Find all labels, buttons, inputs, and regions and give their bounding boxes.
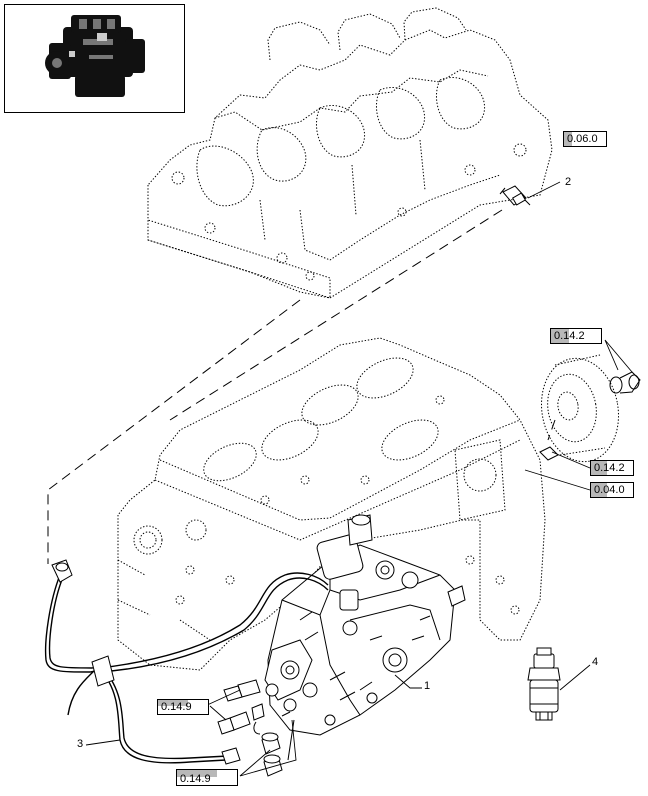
leader-1 bbox=[394, 674, 422, 689]
ref-shade bbox=[591, 483, 607, 497]
ref-label: 0.06.0 bbox=[567, 133, 598, 145]
ref-box-cylinder-head[interactable]: 0.06.0 bbox=[563, 131, 607, 147]
ref-label: 0.14.2 bbox=[554, 330, 585, 342]
leader-pump-lower bbox=[239, 719, 297, 777]
ref-shade bbox=[591, 461, 607, 475]
ref-shade bbox=[551, 329, 569, 343]
leader-pump-upper bbox=[204, 689, 241, 721]
ref-shade bbox=[158, 700, 188, 706]
callout-3: 3 bbox=[77, 738, 84, 750]
leader-gear-bottom bbox=[551, 451, 591, 469]
drive-gear-outline bbox=[539, 354, 641, 463]
leader-4 bbox=[559, 664, 591, 691]
ref-box-block[interactable]: 0.04.0 bbox=[590, 482, 634, 498]
leader-block bbox=[524, 469, 591, 491]
callout-2: 2 bbox=[565, 176, 572, 188]
ref-label: 0.14.2 bbox=[594, 462, 625, 474]
ref-box-pump-upper[interactable]: 0.14.9 bbox=[157, 699, 209, 715]
ref-box-gear-bottom[interactable]: 0.14.2 bbox=[590, 460, 634, 476]
ref-label: 0.14.9 bbox=[180, 773, 211, 785]
injection-pump-part-1 bbox=[264, 514, 466, 736]
engine-block-outline bbox=[117, 337, 546, 671]
alignment-line-head bbox=[169, 209, 503, 421]
alignment-line-pump bbox=[47, 299, 301, 564]
callout-1: 1 bbox=[424, 680, 431, 692]
temperature-sender-part-2 bbox=[499, 185, 531, 206]
engine-thumbnail-frame bbox=[4, 4, 185, 113]
alignment-line-gear bbox=[547, 419, 556, 441]
ref-shade bbox=[564, 132, 572, 146]
pressure-switch-part-4 bbox=[527, 647, 561, 721]
ref-label: 0.14.9 bbox=[161, 701, 192, 713]
engine-thumbnail-icon bbox=[45, 15, 145, 97]
leader-gear-top bbox=[604, 339, 633, 373]
ref-box-pump-lower[interactable]: 0.14.9 bbox=[176, 769, 238, 786]
ref-label: 0.04.0 bbox=[594, 484, 625, 496]
ref-box-gear-top[interactable]: 0.14.2 bbox=[550, 328, 602, 344]
cylinder-head-outline bbox=[147, 7, 553, 299]
wiring-harness-part-3 bbox=[44, 559, 329, 765]
leader-3 bbox=[85, 739, 121, 746]
pump-fittings bbox=[217, 679, 295, 777]
leader-2 bbox=[527, 181, 561, 199]
callout-4: 4 bbox=[592, 656, 599, 668]
ref-shade bbox=[177, 770, 217, 777]
